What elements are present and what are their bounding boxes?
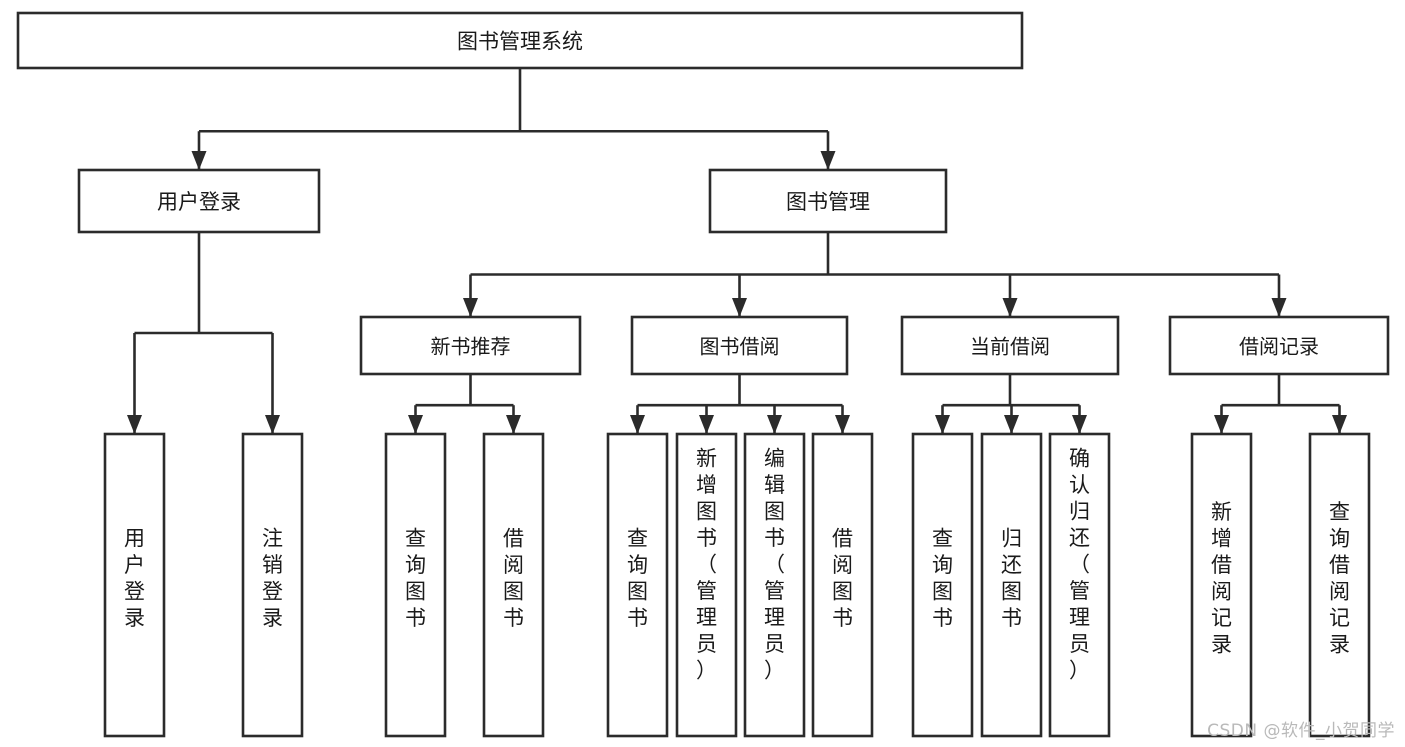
node-label-current: 当前借阅	[970, 335, 1050, 359]
node-box-current	[900, 315, 1120, 376]
node-leaf-edit-book[interactable]: 编辑图书（管理员）	[743, 432, 806, 738]
node-box-leaf-user-login	[103, 432, 166, 738]
node-label-leaf-query-book-3: 查询图书	[932, 526, 953, 630]
arrow-head-icon	[1002, 298, 1018, 317]
node-label-leaf-borrow-book-2: 借阅图书	[832, 526, 853, 630]
arrow-head-icon	[767, 415, 782, 434]
node-box-borrow	[630, 315, 849, 376]
node-label-leaf-edit-book: 编辑图书（管理员）	[764, 446, 785, 682]
nodes-layer: 图书管理系统用户登录图书管理新书推荐图书借阅当前借阅借阅记录用户登录注销登录查询…	[16, 11, 1390, 738]
node-leaf-borrow-book-1[interactable]: 借阅图书	[482, 432, 545, 738]
node-leaf-return-book[interactable]: 归还图书	[980, 432, 1043, 738]
connector-group-records	[1214, 374, 1347, 434]
node-label-newbook: 新书推荐	[431, 335, 511, 359]
node-leaf-user-logout[interactable]: 注销登录	[241, 432, 304, 738]
node-leaf-query-record[interactable]: 查询借阅记录	[1308, 432, 1371, 738]
node-borrow[interactable]: 图书借阅	[630, 315, 849, 376]
node-box-leaf-query-book-1	[384, 432, 447, 738]
node-box-records	[1168, 315, 1390, 376]
node-leaf-add-book[interactable]: 新增图书（管理员）	[675, 432, 738, 738]
node-label-leaf-add-book: 新增图书（管理员）	[696, 446, 717, 682]
node-box-leaf-user-logout	[241, 432, 304, 738]
connector-group-borrow	[630, 374, 850, 434]
arrow-head-icon	[1271, 298, 1287, 317]
node-bookmgmt[interactable]: 图书管理	[708, 168, 948, 234]
node-box-leaf-borrow-book-2	[811, 432, 874, 738]
connector-group-login	[127, 232, 280, 434]
node-leaf-add-record[interactable]: 新增借阅记录	[1190, 432, 1253, 738]
arrow-head-icon	[935, 415, 950, 434]
node-box-leaf-return-book	[980, 432, 1043, 738]
node-label-leaf-confirm-return: 确认归还（管理员）	[1069, 446, 1090, 682]
node-label-login: 用户登录	[157, 190, 241, 214]
node-label-leaf-return-book: 归还图书	[1001, 526, 1022, 630]
node-label-borrow: 图书借阅	[700, 335, 780, 359]
arrow-head-icon	[1214, 415, 1229, 434]
node-box-leaf-add-book	[675, 432, 738, 738]
node-box-newbook	[359, 315, 582, 376]
node-box-login	[77, 168, 321, 234]
node-box-bookmgmt	[708, 168, 948, 234]
arrow-head-icon	[699, 415, 714, 434]
arrow-head-icon	[1004, 415, 1019, 434]
node-box-leaf-borrow-book-1	[482, 432, 545, 738]
node-box-leaf-query-record	[1308, 432, 1371, 738]
node-label-leaf-user-logout: 注销登录	[262, 526, 283, 630]
node-records[interactable]: 借阅记录	[1168, 315, 1390, 376]
node-root[interactable]: 图书管理系统	[16, 11, 1024, 70]
node-leaf-borrow-book-2[interactable]: 借阅图书	[811, 432, 874, 738]
node-box-leaf-add-record	[1190, 432, 1253, 738]
node-leaf-query-book-3[interactable]: 查询图书	[911, 432, 974, 738]
node-login[interactable]: 用户登录	[77, 168, 321, 234]
connector-group-root	[191, 68, 836, 170]
arrow-head-icon	[408, 415, 423, 434]
node-label-leaf-query-book-1: 查询图书	[405, 526, 426, 630]
arrow-head-icon	[732, 298, 747, 317]
node-newbook[interactable]: 新书推荐	[359, 315, 582, 376]
node-label-bookmgmt: 图书管理	[786, 190, 870, 214]
node-box-leaf-confirm-return	[1048, 432, 1111, 738]
node-leaf-query-book-1[interactable]: 查询图书	[384, 432, 447, 738]
arrow-head-icon	[265, 415, 280, 434]
node-label-leaf-user-login: 用户登录	[124, 526, 145, 630]
node-label-leaf-add-record: 新增借阅记录	[1211, 500, 1232, 657]
node-box-leaf-edit-book	[743, 432, 806, 738]
node-box-root	[16, 11, 1024, 70]
connector-group-current	[935, 374, 1087, 434]
node-leaf-confirm-return[interactable]: 确认归还（管理员）	[1048, 432, 1111, 738]
node-label-leaf-query-record: 查询借阅记录	[1329, 500, 1350, 657]
arrow-head-icon	[835, 415, 850, 434]
node-leaf-user-login[interactable]: 用户登录	[103, 432, 166, 738]
arrow-head-icon	[630, 415, 645, 434]
arrow-head-icon	[191, 151, 207, 170]
arrow-head-icon	[127, 415, 142, 434]
connectors-layer	[127, 68, 1347, 434]
connector-group-newbook	[408, 374, 521, 434]
node-box-leaf-query-book-2	[606, 432, 669, 738]
node-leaf-query-book-2[interactable]: 查询图书	[606, 432, 669, 738]
node-box-leaf-query-book-3	[911, 432, 974, 738]
node-label-leaf-query-book-2: 查询图书	[627, 526, 648, 630]
node-label-records: 借阅记录	[1239, 335, 1319, 359]
connector-group-bookmgmt	[463, 232, 1287, 317]
arrow-head-icon	[820, 151, 836, 170]
node-current[interactable]: 当前借阅	[900, 315, 1120, 376]
arrow-head-icon	[463, 298, 478, 317]
arrow-head-icon	[1332, 415, 1347, 434]
arrow-head-icon	[506, 415, 521, 434]
node-label-leaf-borrow-book-1: 借阅图书	[503, 526, 524, 630]
node-label-root: 图书管理系统	[457, 30, 583, 54]
arrow-head-icon	[1072, 415, 1087, 434]
